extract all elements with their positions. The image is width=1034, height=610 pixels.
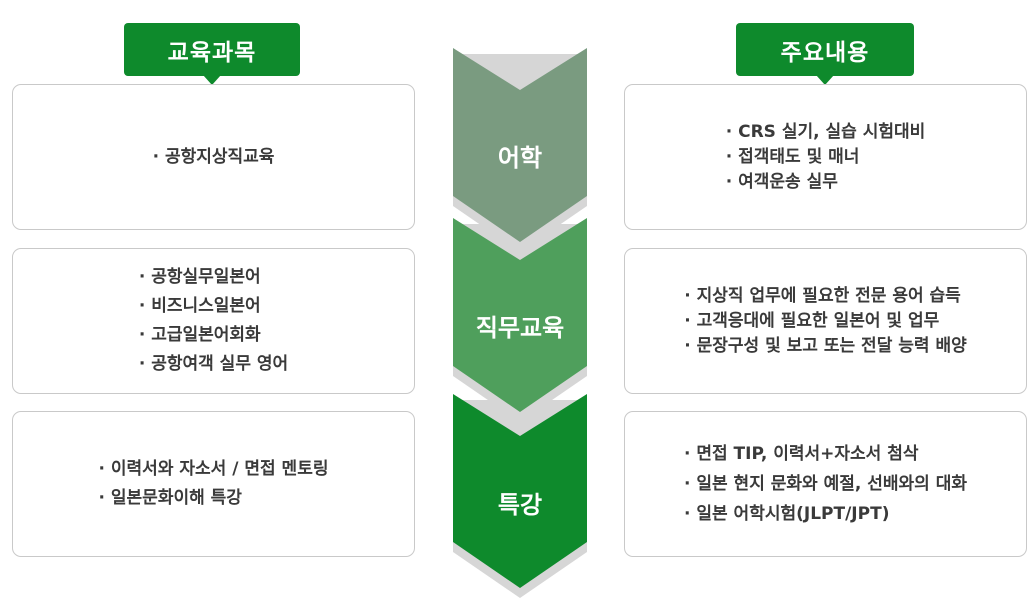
chevron-stage-3 (453, 394, 587, 588)
chevron-stage-1 (453, 48, 587, 242)
list-item: 면접 TIP, 이력서+자소서 첨삭 (684, 439, 967, 469)
list-item: 공항지상직교육 (153, 143, 274, 172)
chevron-stage-2 (453, 218, 587, 412)
contents-box-language: CRS 실기, 실습 시험대비 접객태도 및 매너 여객운송 실무 (624, 84, 1027, 230)
subjects-box-job: 공항실무일본어 비즈니스일본어 고급일본어회화 공항여객 실무 영어 (12, 248, 415, 394)
list-item: CRS 실기, 실습 시험대비 (726, 120, 925, 145)
stage-chevrons: 어학 직무교육 특강 (445, 40, 595, 610)
stage-label-special: 특강 (497, 491, 543, 519)
list-item: 비즈니스일본어 (139, 292, 288, 321)
list-item: 공항여객 실무 영어 (139, 350, 288, 379)
list-item: 지상직 업무에 필요한 전문 용어 습득 (684, 284, 967, 309)
list-item: 공항실무일본어 (139, 263, 288, 292)
list-item: 일본 어학시험(JLPT/JPT) (684, 499, 967, 529)
list-item: 접객태도 및 매너 (726, 145, 926, 170)
list-item: 고객응대에 필요한 일본어 및 업무 (684, 309, 967, 334)
list-item: 고급일본어회화 (139, 321, 288, 350)
header-tab-subjects: 교육과목 (124, 23, 300, 85)
stage-label-language: 어학 (497, 144, 543, 172)
header-tab-contents: 주요내용 (736, 23, 914, 85)
list-item: 일본 현지 문화와 예절, 선배와의 대화 (684, 469, 967, 499)
subjects-box-special: 이력서와 자소서 / 면접 멘토링 일본문화이해 특강 (12, 411, 415, 557)
stage-label-job: 직무교육 (475, 314, 565, 342)
contents-box-job: 지상직 업무에 필요한 전문 용어 습득 고객응대에 필요한 일본어 및 업무 … (624, 248, 1027, 394)
list-item: 여객운송 실무 (726, 170, 926, 195)
list-item: 이력서와 자소서 / 면접 멘토링 (99, 455, 329, 484)
list-item: 일본문화이해 특강 (99, 484, 329, 513)
subjects-box-language: 공항지상직교육 (12, 84, 415, 230)
contents-box-special: 면접 TIP, 이력서+자소서 첨삭 일본 현지 문화와 예절, 선배와의 대화… (624, 411, 1027, 557)
list-item: 문장구성 및 보고 또는 전달 능력 배양 (684, 334, 967, 359)
